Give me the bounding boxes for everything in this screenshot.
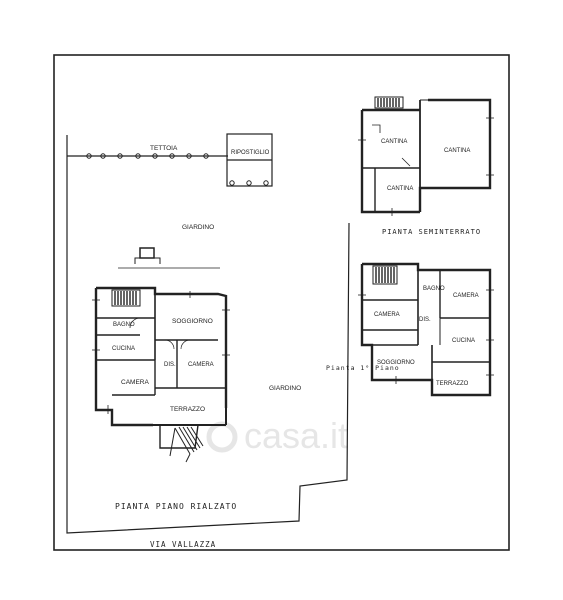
plan-primo bbox=[358, 262, 494, 397]
label-dis-primo: DIS. bbox=[419, 317, 431, 323]
watermark: casa.it bbox=[206, 415, 348, 456]
watermark-text: casa.it bbox=[244, 415, 348, 456]
label-cantina-sem-left: CANTINA bbox=[381, 139, 407, 145]
plan-seminterrato bbox=[358, 96, 494, 216]
label-tettoia: TETTOIA bbox=[150, 145, 178, 152]
label-soggiorno-primo: SOGGIORNO bbox=[377, 360, 415, 366]
label-bagno-rialzato: BAGNO bbox=[113, 322, 135, 328]
label-ripostiglio: RIPOSTIGLIO bbox=[231, 150, 270, 156]
title-seminterrato: PIANTA SEMINTERRATO bbox=[382, 228, 481, 236]
label-camera-rialzato-right: CAMERA bbox=[188, 362, 214, 368]
label-camera-rialzato-left: CAMERA bbox=[121, 379, 149, 386]
label-soggiorno-rialzato: SOGGIORNO bbox=[172, 318, 213, 325]
label-dis-rialzato: DIS. bbox=[164, 362, 176, 368]
label-giardino-north: GIARDINO bbox=[182, 224, 214, 231]
site-lot bbox=[66, 133, 350, 534]
sheet-border bbox=[53, 54, 510, 551]
label-terrazzo-rialzato: TERRAZZO bbox=[170, 406, 205, 413]
label-terrazzo-primo: TERRAZZO bbox=[436, 381, 469, 387]
label-camera-primo-right: CAMERA bbox=[453, 293, 479, 299]
label-camera-primo-left: CAMERA bbox=[374, 312, 400, 318]
title-primo-piano: Pianta 1° Piano bbox=[326, 364, 400, 372]
label-cantina-sem-right: CANTINA bbox=[444, 148, 470, 154]
label-bagno-primo: BAGNO bbox=[423, 286, 445, 292]
plan-rialzato bbox=[92, 247, 230, 463]
tettoia-posts bbox=[86, 153, 269, 186]
label-cantina-sem-bottom: CANTINA bbox=[387, 186, 413, 192]
label-cucina-rialzato: CUCINA bbox=[112, 346, 135, 352]
street-name: VIA VALLAZZA bbox=[150, 540, 216, 549]
label-cucina-primo: CUCINA bbox=[452, 338, 475, 344]
title-piano-rialzato: PIANTA PIANO RIALZATO bbox=[115, 502, 237, 511]
label-giardino-east: GIARDINO bbox=[269, 385, 301, 392]
